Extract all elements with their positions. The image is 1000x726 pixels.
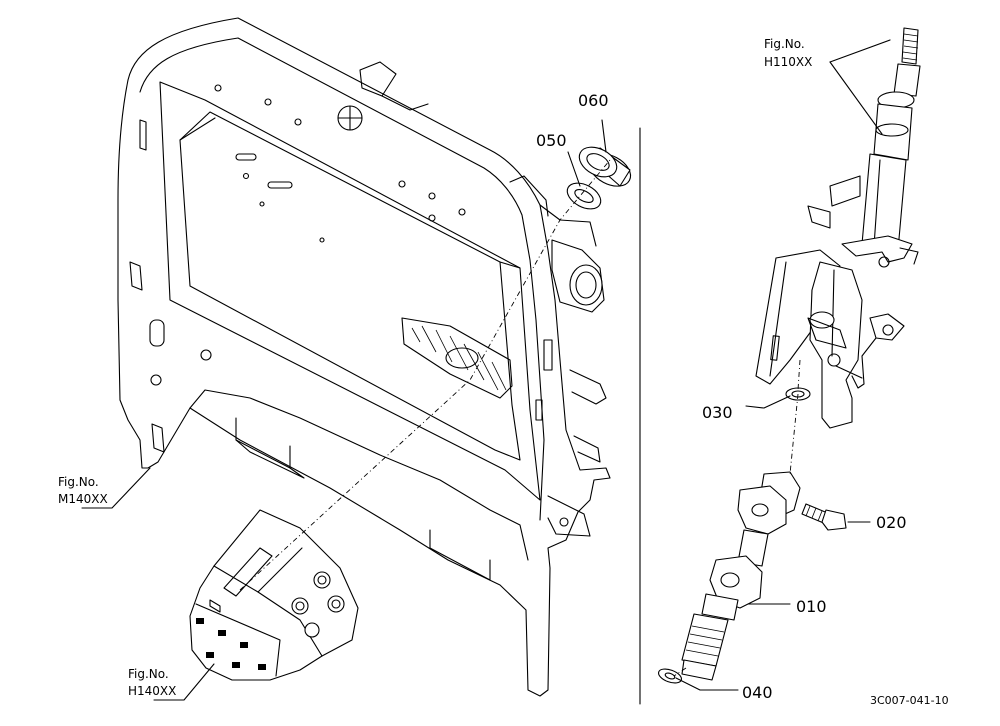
ref-h140-line1: Fig.No.: [128, 667, 169, 681]
ref-m140-line2: M140XX: [58, 492, 108, 506]
ref-m140-line1: Fig.No.: [58, 475, 99, 489]
part-020-bolt: [801, 503, 847, 531]
frame-bottom-edge: [189, 389, 529, 561]
ref-h110-line1: Fig.No.: [764, 37, 805, 51]
mounting-plate: [401, 317, 513, 399]
steering-column: [755, 27, 921, 429]
label-060: 060: [578, 91, 609, 110]
part-010-shaft: [681, 471, 801, 681]
drawing-code: 3C007-041-10: [870, 694, 949, 707]
part-060-bushing: [578, 146, 632, 187]
ref-h140-line2: H140XX: [128, 684, 176, 698]
ref-h110-line2: H110XX: [764, 55, 812, 69]
label-040: 040: [742, 683, 773, 702]
frame-panel: [117, 17, 611, 697]
label-020: 020: [876, 513, 907, 532]
figure-references: Fig.No. M140XX Fig.No. H140XX Fig.No. H1…: [58, 37, 812, 698]
frame-window: [159, 81, 541, 501]
leader-lines: [81, 39, 891, 701]
valve-body: [189, 509, 359, 681]
frame-flange: [139, 37, 545, 521]
label-010: 010: [796, 597, 827, 616]
frame-window-inner: [179, 111, 521, 461]
label-050: 050: [536, 131, 567, 150]
part-labels: 060 050 030 020 010 040: [536, 91, 907, 702]
frame-outline: [117, 17, 611, 697]
column-tube: [861, 153, 907, 251]
part-050-washer: [566, 182, 602, 210]
part-040-washer: [657, 668, 683, 684]
label-030: 030: [702, 403, 733, 422]
steering-valve: [189, 509, 359, 681]
frame-top-bracket: [359, 61, 397, 97]
assembly-centerlines: [239, 159, 801, 677]
